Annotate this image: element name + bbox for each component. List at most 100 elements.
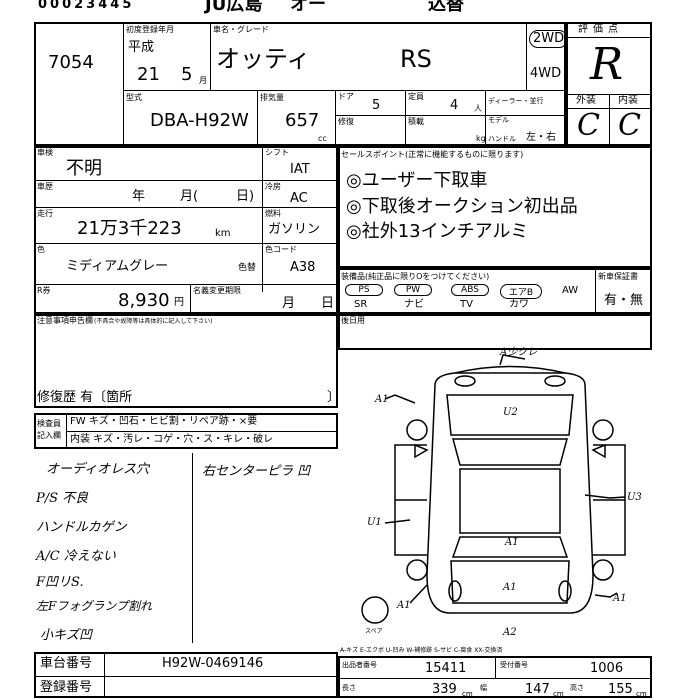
handwritten-note-6: 左Fフォグランプ割れ xyxy=(36,599,152,613)
repair-label: 修復 xyxy=(338,117,354,126)
name-change-label: 名義変更期限 xyxy=(193,286,241,295)
registration-year: 21 xyxy=(137,64,160,85)
inspection-value: 不明 xyxy=(66,158,102,179)
sales-point-3: ◎社外13インチアルミ xyxy=(346,221,529,242)
mileage-label: 走行 xyxy=(37,209,53,218)
damage-mark-a1-rear: A1 xyxy=(502,582,517,593)
spare-label: スペア xyxy=(365,628,383,635)
color-value: ミディアムグレー xyxy=(66,259,169,274)
history-label: 車歴 xyxy=(37,182,53,191)
header-suffix: 込替 xyxy=(428,0,464,15)
registration-month-unit: 月 xyxy=(199,76,207,85)
repair-history-close: 〕 xyxy=(327,390,341,405)
doors-label: ドア xyxy=(338,92,354,101)
equip-pw: PW xyxy=(394,284,432,296)
handwritten-note-1: オーディオレス穴 xyxy=(46,462,150,477)
damage-mark-a1-right-rear: A1 xyxy=(612,593,627,604)
top-block xyxy=(34,22,566,146)
doors-value: 5 xyxy=(372,98,381,113)
inspector-row-1: FW キズ・凹石・ヒビ割・リペア跡・×要 xyxy=(70,416,258,427)
sales-point-2: ◎下取後オークション初出品 xyxy=(346,196,578,217)
length-unit: cm xyxy=(462,690,473,698)
handle-value: 左・右 xyxy=(526,132,556,143)
spec-block xyxy=(34,146,338,314)
rear-use-label: 後日用 xyxy=(341,316,365,325)
fuel-label: 燃料 xyxy=(265,209,281,218)
registration-label: 初度登録年月 xyxy=(126,25,174,34)
model-label: 型式 xyxy=(126,93,142,102)
handwritten-note-3: ハンドルカゲン xyxy=(36,520,127,535)
exhibitor-value: 15411 xyxy=(425,661,467,676)
model-label-2: モデル xyxy=(488,116,509,124)
dealer-label: ディーラー・並行 xyxy=(488,97,544,105)
height-value: 155 xyxy=(608,682,633,697)
handwritten-note-5: F凹リS. xyxy=(36,575,84,590)
inspection-label: 車検 xyxy=(37,148,53,157)
history-year: 年 xyxy=(132,189,146,204)
color-code-label: 色コード xyxy=(265,245,297,254)
displacement-unit: cc xyxy=(318,134,327,143)
lot-number: 7054 xyxy=(48,52,94,73)
repair-history: 修復歴 有〔箇所 xyxy=(37,390,133,405)
capacity-label: 定員 xyxy=(408,92,424,101)
displacement-value: 657 xyxy=(285,110,320,131)
ac-value: AC xyxy=(290,191,308,206)
inspector-label-1: 検査員 xyxy=(37,419,61,428)
width-label: 幅 xyxy=(480,684,487,692)
exterior-grade: C xyxy=(577,108,600,143)
interior-label: 内装 xyxy=(618,95,638,106)
load-label: 積載 xyxy=(408,117,424,126)
shift-label: シフト xyxy=(265,148,289,157)
recycle-label: R券 xyxy=(37,286,51,295)
damage-mark-a2: A2 xyxy=(502,627,517,638)
registration-era: 平成 xyxy=(128,40,155,55)
venue-name: JU広島 xyxy=(205,0,263,15)
car-name-label: 車名・グレード xyxy=(213,25,269,34)
color-label: 色 xyxy=(37,245,45,254)
drive-4wd: 4WD xyxy=(530,66,562,81)
sales-point-1: ◎ユーザー下取車 xyxy=(346,170,488,191)
damage-mark-a-top: A少クレ xyxy=(499,346,537,358)
height-label: 高さ xyxy=(570,684,584,692)
load-unit: kg xyxy=(476,134,486,143)
ac-label: 冷房 xyxy=(265,182,281,191)
caution-block xyxy=(34,314,338,408)
height-unit: cm xyxy=(636,690,647,698)
footer-left-block xyxy=(34,652,338,698)
history-month: 月( xyxy=(180,189,199,204)
equip-abs: ABS xyxy=(451,284,489,296)
interior-grade: C xyxy=(618,108,641,143)
equipment-label: 装備品(純正品に限りOをつけてください) xyxy=(341,272,490,281)
handwritten-note-right: 右センターピラ 凹 xyxy=(202,464,311,479)
grade-score: R xyxy=(590,39,624,90)
displacement-label: 排気量 xyxy=(260,93,284,102)
length-label: 長さ xyxy=(342,684,356,692)
history-day: 日) xyxy=(236,189,255,204)
damage-mark-u1: U1 xyxy=(367,517,382,528)
drive-2wd: 2WD xyxy=(529,30,569,48)
width-value: 147 xyxy=(525,682,550,697)
fuel-value: ガソリン xyxy=(268,222,321,237)
equip-sr: SR xyxy=(354,299,368,310)
recycle-unit: 円 xyxy=(174,297,184,308)
sales-point-label: セールスポイント(正常に機能するものに限ります) xyxy=(341,150,524,159)
equip-ps: PS xyxy=(345,284,383,296)
width-unit: cm xyxy=(553,690,564,698)
mileage-value: 21万3千223 xyxy=(77,218,182,239)
capacity-value: 4 xyxy=(450,98,459,113)
handle-label: ハンドル xyxy=(488,135,516,143)
exterior-label: 外装 xyxy=(576,95,596,106)
length-value: 339 xyxy=(432,682,457,697)
grade-label: 評価点 xyxy=(578,24,623,35)
handwritten-note-7: 小キズ凹 xyxy=(40,628,93,643)
chassis-label: 車台番号 xyxy=(40,656,93,671)
mileage-unit: km xyxy=(215,228,231,239)
color-change-label: 色替 xyxy=(238,263,257,273)
handwritten-note-4: A/C 冷えない xyxy=(36,549,116,564)
inspector-label-2: 記入欄 xyxy=(37,431,61,440)
equip-aw: AW xyxy=(562,285,579,296)
damage-mark-u2: U2 xyxy=(503,407,518,418)
caution-label: 注意事項申告欄 xyxy=(37,316,93,325)
car-damage-diagram: A少クレ U2 A1 A1 U1 U3 A1 A1 A1 A2 スペア xyxy=(361,346,642,638)
car-name: オッティ xyxy=(216,45,311,73)
